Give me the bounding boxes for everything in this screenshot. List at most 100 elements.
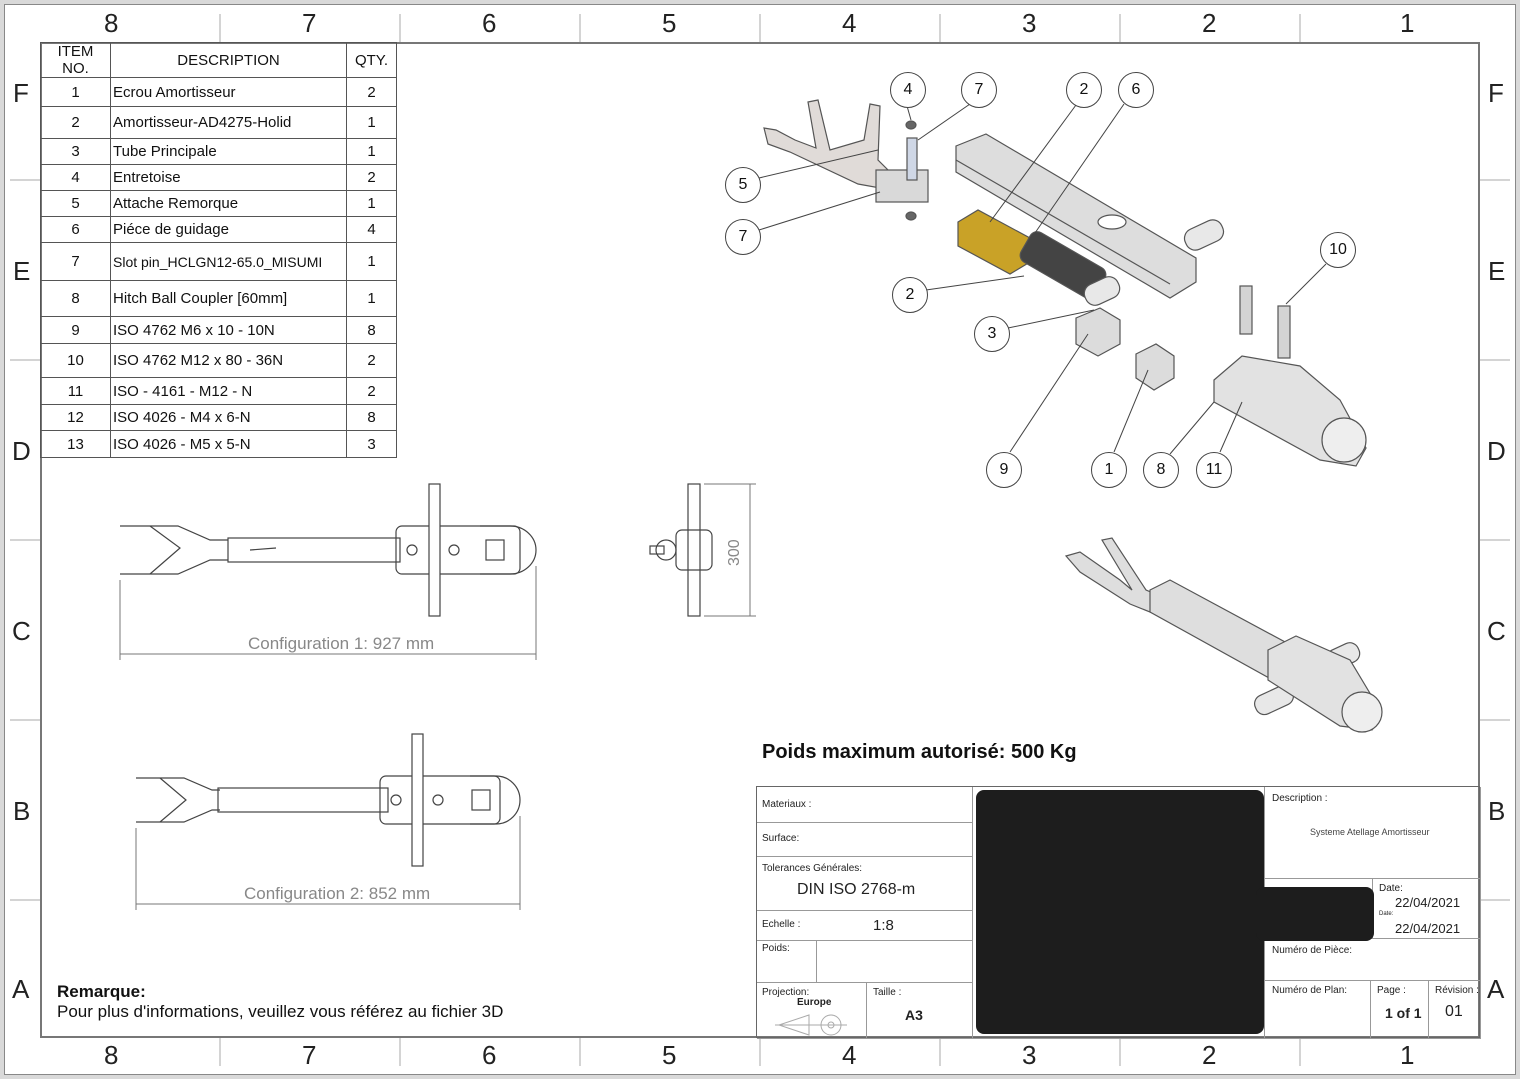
part-tube-principale <box>955 133 1197 299</box>
bom-description: Slot pin_HCLGN12-65.0_MISUMI <box>110 242 347 281</box>
part-hitch-ball <box>1321 417 1367 463</box>
tb-poids-label: Poids: <box>762 943 790 954</box>
tb-date-value-2: 22/04/2021 <box>1395 921 1461 936</box>
zone-col-bottom-1: 1 <box>1400 1040 1415 1070</box>
redaction-block <box>1256 887 1374 941</box>
tb-page-value: 1 of 1 <box>1385 1005 1422 1021</box>
zone-col-top-2: 2 <box>1202 8 1217 38</box>
part-entretoise-top <box>905 120 917 130</box>
zone-col-top-1: 1 <box>1400 8 1415 38</box>
tb-revision-value: 01 <box>1445 1003 1463 1020</box>
part-slot-pin <box>906 137 918 181</box>
bom-description: Tube Principale <box>110 138 347 165</box>
bom-qty: 2 <box>346 77 397 107</box>
bom-description: Ecrou Amortisseur <box>110 77 347 107</box>
bom-item: 13 <box>40 430 111 458</box>
projection-symbol <box>775 1014 847 1036</box>
bom-item: 3 <box>40 138 111 165</box>
zone-row-left-C: C <box>12 616 31 646</box>
bom-item: 1 <box>40 77 111 107</box>
bom-item: 12 <box>40 404 111 431</box>
balloon: 11 <box>1196 452 1232 488</box>
tb-materiaux-label: Materiaux : <box>762 799 812 810</box>
tb-projection-label: Projection: <box>762 987 810 998</box>
tb-cell-numero-piece <box>1265 939 1481 981</box>
exploded-view <box>763 99 1367 467</box>
remark-title: Remarque: <box>57 982 146 1001</box>
side-dimension <box>704 483 756 617</box>
config1-dimension <box>119 566 537 660</box>
bom-description: ISO 4762 M6 x 10 - 10N <box>110 316 347 344</box>
part-bloc-vis <box>1075 307 1121 357</box>
part-attache-block <box>875 169 929 203</box>
bom-qty: 8 <box>346 316 397 344</box>
bom-item: 10 <box>40 343 111 378</box>
bom-qty: 3 <box>346 430 397 458</box>
zone-col-top-6: 6 <box>482 8 497 38</box>
tb-cell-echelle <box>757 911 973 941</box>
tb-description-label: Description : <box>1272 793 1328 804</box>
tb-cell-numero-plan <box>1265 981 1371 1039</box>
tb-cell-materiaux <box>757 787 973 823</box>
zone-col-top-3: 3 <box>1022 8 1037 38</box>
balloon: 10 <box>1320 232 1356 268</box>
tb-projection-value: Europe <box>797 997 832 1008</box>
bom-item: 7 <box>40 242 111 281</box>
config1-view <box>120 483 537 617</box>
tb-numero-plan-label: Numéro de Plan: <box>1272 985 1348 996</box>
part-cross-tube-left <box>1083 276 1121 306</box>
tb-taille-value: A3 <box>905 1007 923 1023</box>
zone-row-left-E: E <box>13 256 31 286</box>
tb-tolerances-value: DIN ISO 2768-m <box>797 881 916 898</box>
bom-item: 8 <box>40 280 111 317</box>
zone-col-bottom-3: 3 <box>1022 1040 1037 1070</box>
zone-row-left-F: F <box>13 78 29 108</box>
tb-description-value: Systeme Atellage Amortisseur <box>1310 827 1430 837</box>
bom-description: Entretoise <box>110 164 347 191</box>
tb-cell-revision <box>1429 981 1481 1039</box>
height-dimension-label: 300 <box>726 539 743 566</box>
zone-row-right-E: E <box>1488 256 1506 286</box>
balloon: 4 <box>890 72 926 108</box>
part-entretoise-bottom <box>905 211 917 221</box>
zone-col-top-8: 8 <box>104 8 119 38</box>
tb-numero-piece-label: Numéro de Pièce: <box>1272 945 1353 956</box>
redaction-block <box>976 790 1264 1034</box>
balloon: 7 <box>961 72 997 108</box>
zone-col-bottom-6: 6 <box>482 1040 497 1070</box>
part-piece-de-guidage <box>957 209 1031 275</box>
tb-cell-tolerances <box>757 857 973 911</box>
config2-dimension-label: Configuration 2: 852 mm <box>244 884 431 903</box>
bom-item: 9 <box>40 316 111 344</box>
bom-description: Attache Remorque <box>110 190 347 217</box>
part-tube-hole <box>1097 214 1127 230</box>
zone-col-top-4: 4 <box>842 8 857 38</box>
part-ecrou-amortisseur <box>1135 343 1175 391</box>
part-vis-m12-2 <box>1277 305 1291 359</box>
tb-revision-label: Révision : <box>1435 985 1479 996</box>
bom-qty: 8 <box>346 404 397 431</box>
zone-row-right-A: A <box>1487 974 1505 1004</box>
zone-row-right-D: D <box>1487 436 1506 466</box>
zone-col-top-5: 5 <box>662 8 677 38</box>
remark-text: Pour plus d'informations, veuillez vous … <box>57 1002 504 1021</box>
zone-row-left-B: B <box>13 796 31 826</box>
tb-cell-poids-value <box>817 941 973 983</box>
bom-item: 6 <box>40 216 111 243</box>
balloon: 1 <box>1091 452 1127 488</box>
balloon: 7 <box>725 219 761 255</box>
max-weight-note: Poids maximum autorisé: 500 Kg <box>762 741 1077 763</box>
bom-header-description: DESCRIPTION <box>110 42 347 78</box>
zone-row-left-D: D <box>12 436 31 466</box>
side-view <box>649 483 713 617</box>
tb-cell-taille <box>867 983 973 1039</box>
zone-row-right-B: B <box>1488 796 1506 826</box>
bom-header-qty: QTY. <box>346 42 397 78</box>
zone-col-bottom-5: 5 <box>662 1040 677 1070</box>
